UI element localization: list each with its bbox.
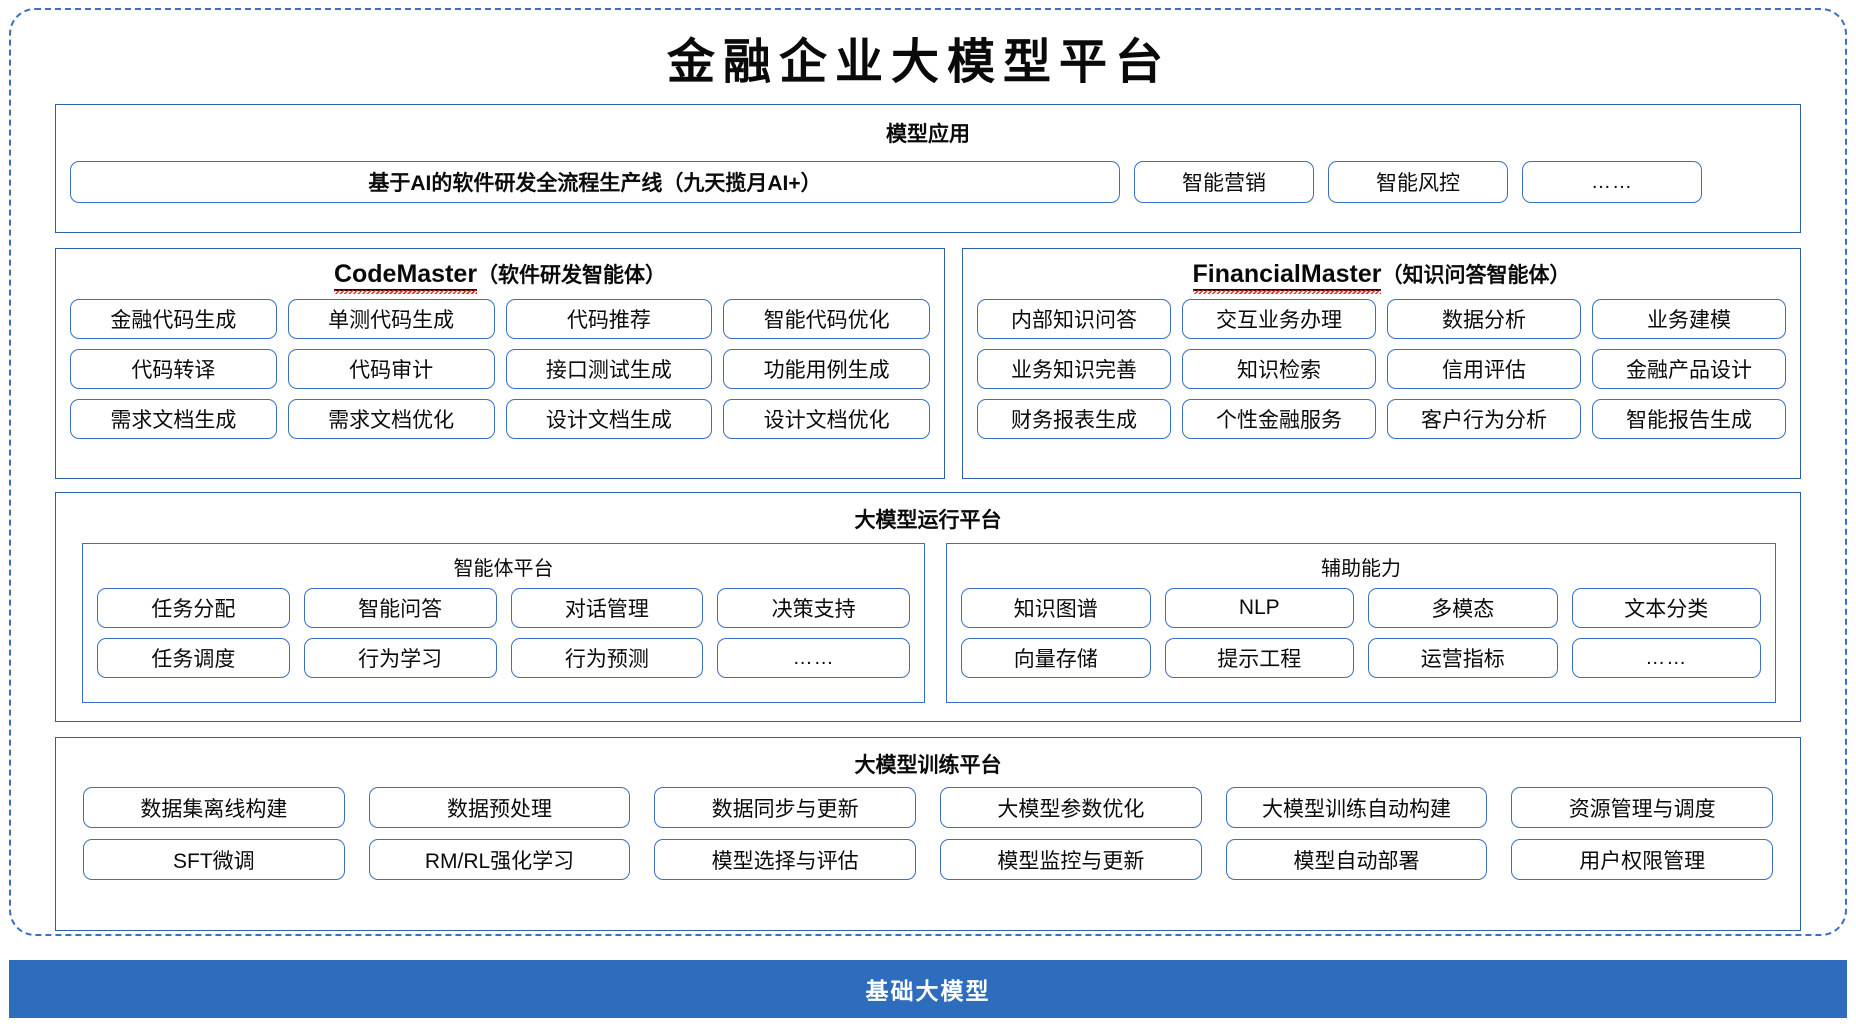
chip-prompt-engineering[interactable]: 提示工程 xyxy=(1164,638,1354,678)
chip-model-selection-evaluation[interactable]: 模型选择与评估 xyxy=(654,839,917,880)
app-chip-more[interactable]: …… xyxy=(1522,161,1702,203)
chip-code-audit[interactable]: 代码审计 xyxy=(287,349,495,389)
auxiliary-row-1: 知识图谱 NLP 多模态 文本分类 xyxy=(961,588,1761,628)
chip-dataset-offline-build[interactable]: 数据集离线构建 xyxy=(83,787,345,828)
financial-master-row-1: 内部知识问答 交互业务办理 数据分析 业务建模 xyxy=(977,299,1786,339)
chip-functional-case-gen[interactable]: 功能用例生成 xyxy=(723,349,930,389)
app-chip-smart-marketing[interactable]: 智能营销 xyxy=(1134,161,1314,203)
chip-multimodal[interactable]: 多模态 xyxy=(1368,588,1558,628)
chip-nlp[interactable]: NLP xyxy=(1164,588,1354,628)
agent-platform-row-2: 任务调度 行为学习 行为预测 …… xyxy=(97,638,910,678)
financial-master-row-2: 业务知识完善 知识检索 信用评估 金融产品设计 xyxy=(977,349,1786,389)
chip-interactive-business[interactable]: 交互业务办理 xyxy=(1182,299,1376,339)
chip-sft-finetune[interactable]: SFT微调 xyxy=(83,839,345,880)
financial-master-row-3: 财务报表生成 个性金融服务 客户行为分析 智能报告生成 xyxy=(977,399,1786,439)
chip-knowledge-retrieval[interactable]: 知识检索 xyxy=(1182,349,1376,389)
section-financial-master: FinancialMaster（知识问答智能体） 内部知识问答 交互业务办理 数… xyxy=(962,248,1801,479)
chip-rm-rl-learning[interactable]: RM/RL强化学习 xyxy=(368,839,631,880)
subsection-title-agent-platform: 智能体平台 xyxy=(453,558,554,580)
financial-master-cn-label: （知识问答智能体） xyxy=(1381,264,1571,287)
chip-auxiliary-more[interactable]: …… xyxy=(1571,638,1761,678)
base-model-bar: 基础大模型 xyxy=(9,960,1847,1018)
chip-unit-test-code-gen[interactable]: 单测代码生成 xyxy=(287,299,495,339)
chip-vector-storage[interactable]: 向量存储 xyxy=(961,638,1151,678)
app-chip-ai-pipeline[interactable]: 基于AI的软件研发全流程生产线（九天揽月AI+） xyxy=(70,161,1120,203)
model-applications-row: 基于AI的软件研发全流程生产线（九天揽月AI+） 智能营销 智能风控 …… xyxy=(70,161,1788,203)
chip-data-analysis[interactable]: 数据分析 xyxy=(1387,299,1581,339)
section-title-model-applications: 模型应用 xyxy=(886,123,970,146)
subsection-auxiliary-capability: 辅助能力 知识图谱 NLP 多模态 文本分类 向量存储 提示工程 运营指标 …… xyxy=(946,543,1776,703)
agent-platform-row-1: 任务分配 智能问答 对话管理 决策支持 xyxy=(97,588,910,628)
training-row-1: 数据集离线构建 数据预处理 数据同步与更新 大模型参数优化 大模型训练自动构建 … xyxy=(83,787,1774,828)
financial-master-latin-label: FinancialMaster xyxy=(1192,260,1382,294)
chip-customer-behavior-analysis[interactable]: 客户行为分析 xyxy=(1387,399,1581,439)
chip-training-auto-build[interactable]: 大模型训练自动构建 xyxy=(1225,787,1488,828)
chip-internal-knowledge-qa[interactable]: 内部知识问答 xyxy=(977,299,1171,339)
section-model-runtime-platform: 大模型运行平台 智能体平台 任务分配 智能问答 对话管理 决策支持 任务调度 行… xyxy=(55,492,1801,722)
app-chip-smart-risk-control[interactable]: 智能风控 xyxy=(1328,161,1508,203)
chip-design-doc-gen[interactable]: 设计文档生成 xyxy=(505,399,713,439)
chip-data-sync-update[interactable]: 数据同步与更新 xyxy=(654,787,917,828)
chip-smart-qa[interactable]: 智能问答 xyxy=(303,588,497,628)
financial-master-grid: 内部知识问答 交互业务办理 数据分析 业务建模 业务知识完善 知识检索 信用评估… xyxy=(977,299,1786,439)
chip-decision-support[interactable]: 决策支持 xyxy=(717,588,910,628)
chip-code-gen-finance[interactable]: 金融代码生成 xyxy=(70,299,277,339)
chip-operation-metrics[interactable]: 运营指标 xyxy=(1368,638,1558,678)
chip-code-translation[interactable]: 代码转译 xyxy=(70,349,277,389)
code-master-latin-label: CodeMaster xyxy=(333,260,478,294)
chip-business-modeling[interactable]: 业务建模 xyxy=(1592,299,1786,339)
chip-smart-code-optimization[interactable]: 智能代码优化 xyxy=(723,299,930,339)
chip-task-allocation[interactable]: 任务分配 xyxy=(97,588,290,628)
chip-model-auto-deploy[interactable]: 模型自动部署 xyxy=(1225,839,1488,880)
chip-resource-management-scheduling[interactable]: 资源管理与调度 xyxy=(1511,787,1774,828)
chip-task-scheduling[interactable]: 任务调度 xyxy=(97,638,290,678)
chip-credit-evaluation[interactable]: 信用评估 xyxy=(1387,349,1581,389)
subsection-agent-platform: 智能体平台 任务分配 智能问答 对话管理 决策支持 任务调度 行为学习 行为预测… xyxy=(82,543,925,703)
chip-behavior-learning[interactable]: 行为学习 xyxy=(303,638,497,678)
code-master-row-2: 代码转译 代码审计 接口测试生成 功能用例生成 xyxy=(70,349,930,389)
chip-interface-test-gen[interactable]: 接口测试生成 xyxy=(505,349,713,389)
chip-requirement-doc-opt[interactable]: 需求文档优化 xyxy=(287,399,495,439)
chip-model-monitor-update[interactable]: 模型监控与更新 xyxy=(940,839,1202,880)
section-code-master: CodeMaster（软件研发智能体） 金融代码生成 单测代码生成 代码推荐 智… xyxy=(55,248,945,479)
chip-data-preprocessing[interactable]: 数据预处理 xyxy=(368,787,631,828)
chip-smart-report-gen[interactable]: 智能报告生成 xyxy=(1592,399,1786,439)
auxiliary-grid: 知识图谱 NLP 多模态 文本分类 向量存储 提示工程 运营指标 …… xyxy=(961,588,1761,678)
training-grid: 数据集离线构建 数据预处理 数据同步与更新 大模型参数优化 大模型训练自动构建 … xyxy=(83,787,1774,880)
training-row-2: SFT微调 RM/RL强化学习 模型选择与评估 模型监控与更新 模型自动部署 用… xyxy=(83,839,1774,880)
base-model-label: 基础大模型 xyxy=(865,978,991,1004)
section-title-training-platform: 大模型训练平台 xyxy=(854,754,1002,777)
section-model-applications: 模型应用 基于AI的软件研发全流程生产线（九天揽月AI+） 智能营销 智能风控 … xyxy=(55,104,1801,233)
chip-model-param-optimization[interactable]: 大模型参数优化 xyxy=(940,787,1202,828)
chip-code-recommendation[interactable]: 代码推荐 xyxy=(505,299,713,339)
agent-platform-grid: 任务分配 智能问答 对话管理 决策支持 任务调度 行为学习 行为预测 …… xyxy=(97,588,910,678)
section-title-runtime-platform: 大模型运行平台 xyxy=(854,509,1002,532)
code-master-grid: 金融代码生成 单测代码生成 代码推荐 智能代码优化 代码转译 代码审计 接口测试… xyxy=(70,299,930,439)
chip-dialogue-management[interactable]: 对话管理 xyxy=(510,588,704,628)
auxiliary-row-2: 向量存储 提示工程 运营指标 …… xyxy=(961,638,1761,678)
chip-knowledge-graph[interactable]: 知识图谱 xyxy=(961,588,1151,628)
chip-business-knowledge-improve[interactable]: 业务知识完善 xyxy=(977,349,1171,389)
chip-requirement-doc-gen[interactable]: 需求文档生成 xyxy=(70,399,277,439)
chip-financial-product-design[interactable]: 金融产品设计 xyxy=(1592,349,1786,389)
chip-agent-platform-more[interactable]: …… xyxy=(717,638,910,678)
code-master-row-3: 需求文档生成 需求文档优化 设计文档生成 设计文档优化 xyxy=(70,399,930,439)
chip-behavior-prediction[interactable]: 行为预测 xyxy=(510,638,704,678)
code-master-row-1: 金融代码生成 单测代码生成 代码推荐 智能代码优化 xyxy=(70,299,930,339)
chip-user-permission-management[interactable]: 用户权限管理 xyxy=(1511,839,1774,880)
code-master-cn-label: （软件研发智能体） xyxy=(477,264,667,287)
subsection-title-auxiliary-capability: 辅助能力 xyxy=(1321,558,1401,580)
chip-personalized-finance-service[interactable]: 个性金融服务 xyxy=(1182,399,1376,439)
section-title-financial-master: FinancialMaster（知识问答智能体） xyxy=(963,259,1800,294)
chip-design-doc-opt[interactable]: 设计文档优化 xyxy=(723,399,930,439)
chip-text-classification[interactable]: 文本分类 xyxy=(1571,588,1761,628)
chip-financial-report-gen[interactable]: 财务报表生成 xyxy=(977,399,1171,439)
section-model-training-platform: 大模型训练平台 数据集离线构建 数据预处理 数据同步与更新 大模型参数优化 大模… xyxy=(55,737,1801,931)
page-title: 金融企业大模型平台 xyxy=(666,36,1171,89)
section-title-code-master: CodeMaster（软件研发智能体） xyxy=(56,259,944,294)
